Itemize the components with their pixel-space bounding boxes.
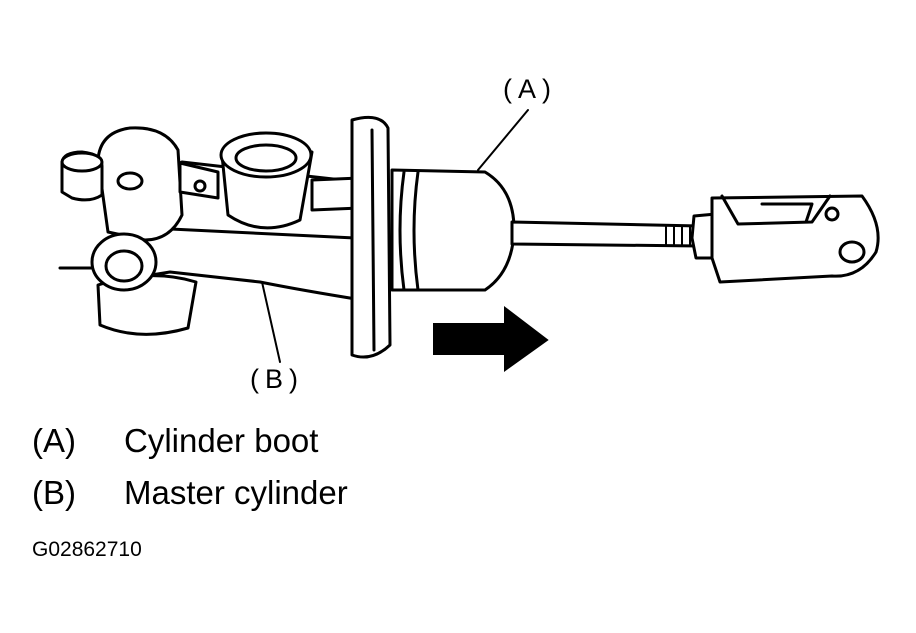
legend-label: Cylinder boot [124,422,319,459]
legend-key: (A) [32,422,76,459]
leader-line-b [261,281,281,363]
clevis-upper-hole [824,206,840,222]
cylinder-boot [390,168,516,292]
pushrod [510,220,702,248]
body-edge-line [148,226,357,240]
boot-fold-1 [398,170,406,292]
legend-item-b: (B) Master cylinder [32,474,348,512]
tab-hole [193,179,207,193]
clevis-yoke [710,194,880,284]
clevis-slot [720,194,832,226]
flange-plate [350,115,392,359]
stud-top [60,151,104,173]
clevis-arm-line [760,202,814,224]
reservoir-inlet-bore [234,143,298,173]
direction-arrow [433,305,549,372]
flange-edge [370,128,376,352]
clevis-pin-hole [838,240,866,264]
lower-fitting-inner [104,249,144,283]
pushrod-threads [665,225,691,247]
boot-fold-2 [412,170,420,292]
legend-item-a: (A) Cylinder boot [32,422,318,460]
bolt-hole-upper [116,171,144,191]
callout-label-a: (A) [503,74,557,104]
legend-label: Master cylinder [124,474,348,511]
figure-code: G02862710 [32,538,142,561]
legend-key: (B) [32,474,76,511]
leader-line-a [477,109,529,171]
callout-label-b: (B) [250,364,304,394]
